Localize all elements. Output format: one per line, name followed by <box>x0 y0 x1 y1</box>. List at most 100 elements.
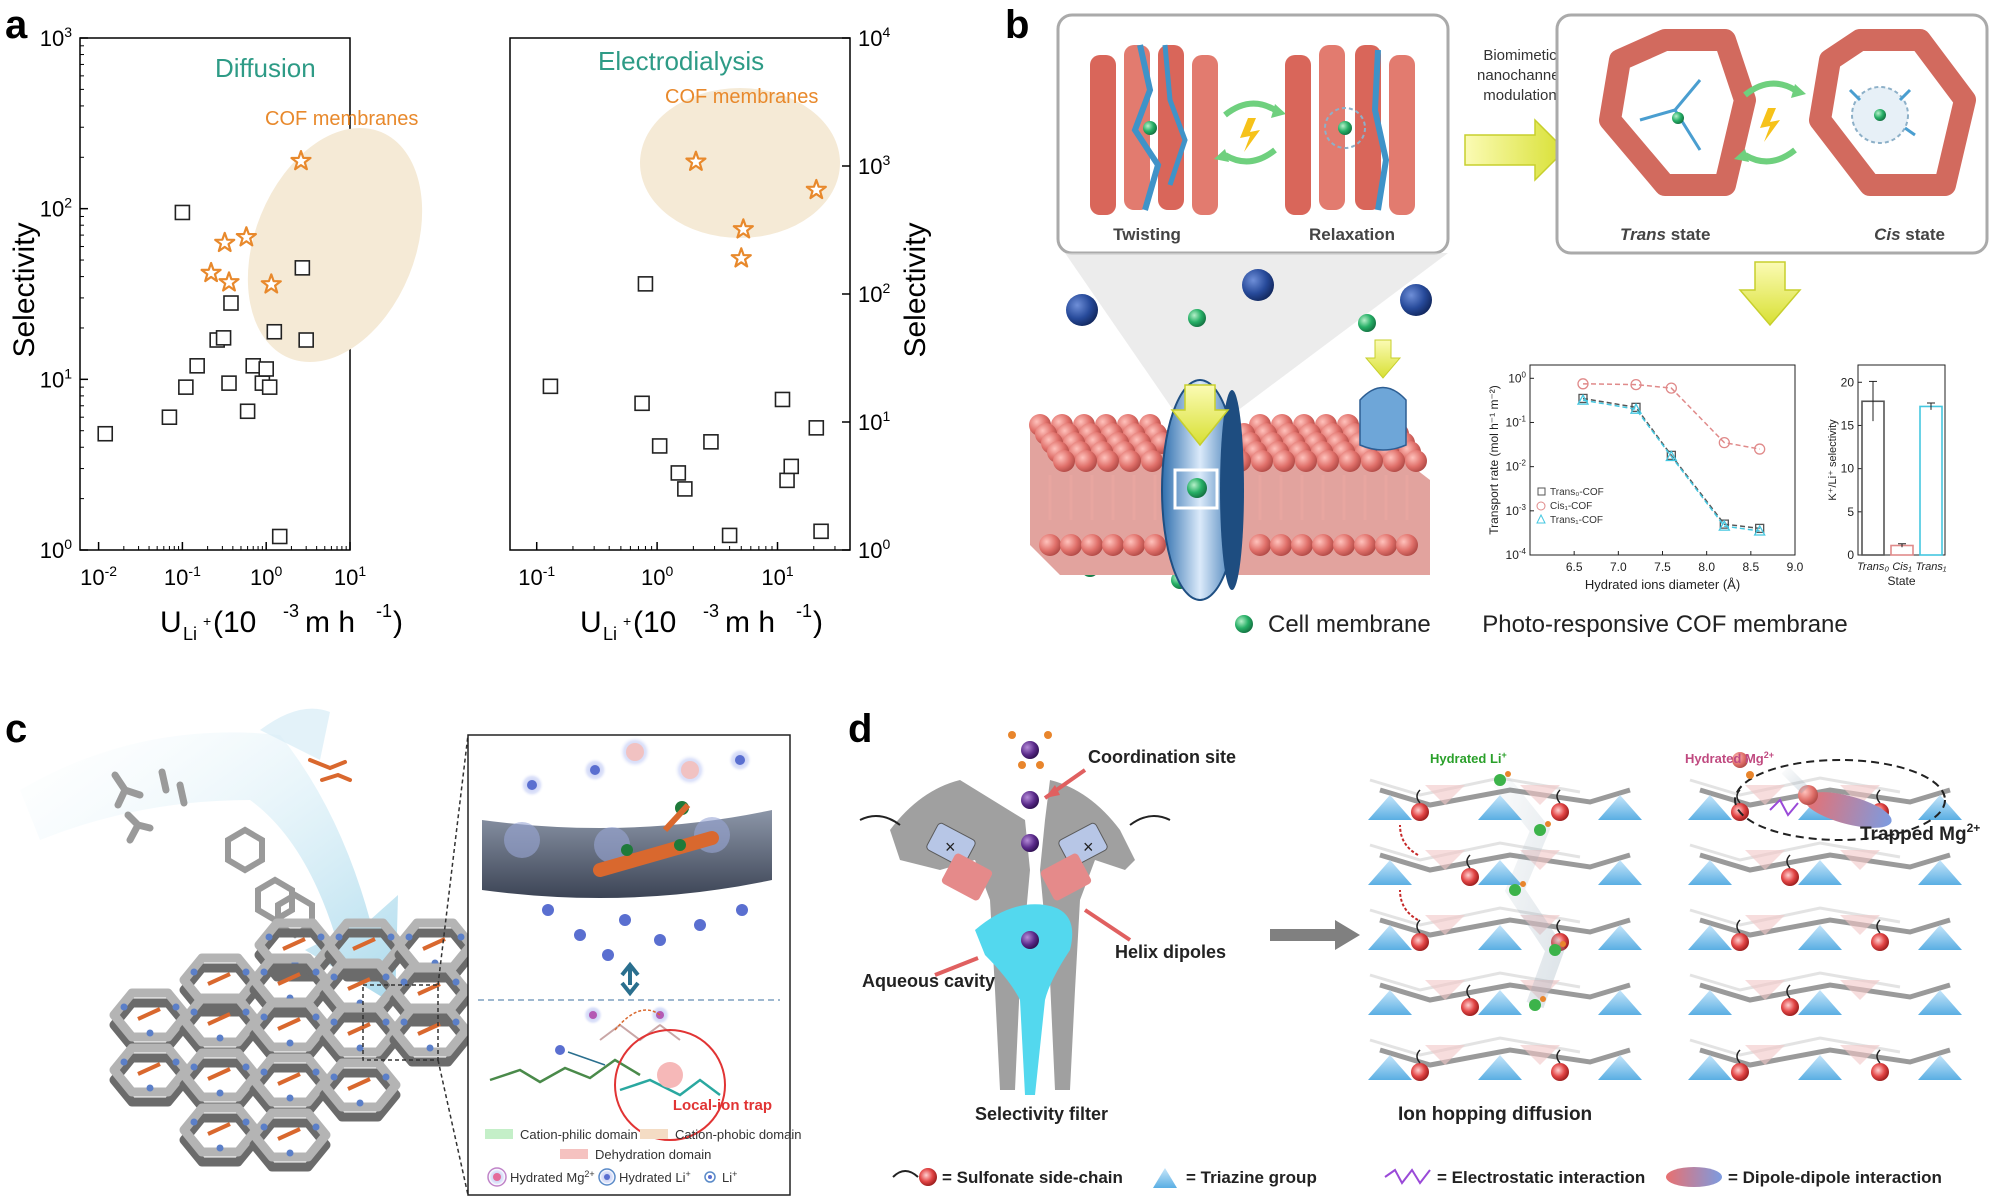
cof-trans-state <box>1599 29 1756 196</box>
panel-b: b Twisting Relaxat <box>1005 3 1989 638</box>
diffusion-xlabel-unit: (10 <box>213 606 256 639</box>
hydrated-mg-label: Hydrated Mg2+ <box>1685 750 1774 766</box>
panel-letter-b: b <box>1005 3 1029 47</box>
cof-site <box>146 1029 154 1037</box>
lipid-head <box>1249 534 1271 556</box>
cof-site <box>356 1099 364 1107</box>
gray-arrow <box>1270 920 1360 950</box>
mg-stack-sulfonate-chain <box>1786 984 1791 999</box>
lipid-head <box>1097 450 1119 472</box>
legend-li: Li+ <box>722 1169 737 1185</box>
transport-xtick-label: 7.0 <box>1610 560 1627 574</box>
electrodialysis-xtick-label: 101 <box>761 563 793 590</box>
li-stack-backbone <box>1379 852 1631 873</box>
cof-honeycomb <box>109 918 476 1172</box>
cof-side-chain <box>207 1067 231 1081</box>
zoom-line <box>437 1059 469 1196</box>
diffusion-xtick-label: 101 <box>334 563 366 590</box>
diffusion-data-square <box>245 358 262 374</box>
lipid-head <box>1053 450 1075 472</box>
mg-stack-sulfonate-chain <box>1736 1049 1741 1064</box>
cof-site <box>400 1018 408 1026</box>
cof-hex-wall-shadow <box>389 1013 471 1067</box>
cof-site <box>190 968 198 976</box>
li-stack-sulfonate <box>1411 803 1429 821</box>
cof-side-chain <box>347 1022 371 1036</box>
plus-sign: × <box>1083 837 1094 857</box>
modulation-arrow <box>1464 118 1567 182</box>
li-stack-triazine <box>1368 990 1412 1015</box>
cof-site <box>387 933 395 941</box>
mg-stack-triazine <box>1918 990 1962 1015</box>
li-stack-sulfonate-chain <box>1416 919 1421 934</box>
mg-stack-triazine <box>1918 795 1962 820</box>
legend-li-hyd: Hydrated Li+ <box>619 1169 691 1185</box>
legend-li-hyd-core <box>604 1174 610 1180</box>
cof-site <box>330 1018 338 1026</box>
cof-side-chain <box>282 937 306 951</box>
mg-stack-pink-site <box>1840 980 1880 1000</box>
selectivity-ytick-label: 15 <box>1841 418 1855 432</box>
mg-stack-triazine <box>1688 795 1732 820</box>
diffusion-data-square <box>258 361 274 377</box>
trapped-mg-outline <box>1734 759 1946 841</box>
mg-stack-triazine <box>1688 860 1732 885</box>
selectivity-filter-label: Selectivity filter <box>975 1104 1108 1124</box>
li-stack-triazine <box>1598 860 1642 885</box>
lipid-head <box>1123 534 1145 556</box>
electrodialysis-cof-label: COF membranes <box>665 86 818 108</box>
small-channel <box>1359 339 1407 451</box>
lipid-head <box>1291 534 1313 556</box>
transport-ytick-label: 10-2 <box>1506 459 1527 474</box>
li-stack-sulfonate <box>1461 868 1479 886</box>
mg-stack-backbone <box>1699 1047 1951 1068</box>
hydrated-li-label: Hydrated Li+ <box>1430 750 1507 766</box>
lipid-head <box>1144 534 1166 556</box>
blue-ion <box>1242 269 1274 301</box>
panel-letter-a: a <box>5 3 28 47</box>
diffusion-ytick-label: 103 <box>40 24 72 51</box>
diffusion-cof-label: COF membranes <box>265 108 418 130</box>
li-stack-pink-site <box>1425 980 1465 1000</box>
transport-legend-label: Trans₁-COF <box>1550 515 1603 526</box>
li-stack-pink-site <box>1520 1045 1560 1065</box>
cell-membrane-legend-ion <box>1235 615 1253 633</box>
mg-stack-sulfonate <box>1781 998 1799 1016</box>
transport-ytick-label: 10-1 <box>1506 414 1527 429</box>
legend-triazine: = Triazine group <box>1186 1168 1317 1187</box>
li-stack-triazine <box>1478 990 1522 1015</box>
diffusion-data-square <box>294 260 311 276</box>
diffusion-cof-star <box>218 271 240 292</box>
diffusion-ylabel: Selectivity <box>8 222 41 357</box>
mg-stack-triazine <box>1918 860 1962 885</box>
lipid-head <box>1119 450 1141 472</box>
li-stack-sulfonate-chain <box>1466 984 1471 999</box>
transport-xtick-label: 7.5 <box>1654 560 1671 574</box>
electrodialysis-ytick-label: 102 <box>858 280 890 307</box>
transport-point <box>1753 524 1766 536</box>
lipid-head <box>1354 534 1376 556</box>
diffusion-ytick-label: 100 <box>40 536 72 563</box>
li-stack-pink-site <box>1425 785 1465 805</box>
li-stack-triazine <box>1478 1055 1522 1080</box>
electrodialysis-xlabel-close: ) <box>813 606 823 639</box>
electrodialysis-ytick-label: 100 <box>858 536 890 563</box>
transport-legend-marker <box>1536 513 1546 524</box>
li-stack-sulfonate <box>1411 933 1429 951</box>
selectivity-ytick-label: 10 <box>1841 462 1855 476</box>
legend-dipole: = Dipole-dipole interaction <box>1728 1168 1942 1187</box>
cof-site <box>190 1118 198 1126</box>
mg-stack-pink-site <box>1840 785 1880 805</box>
cof-site <box>330 973 338 981</box>
electrodialysis-ytick-label: 104 <box>858 24 890 51</box>
electrodialysis-data-square <box>651 438 668 454</box>
legend-dehydration: Dehydration domain <box>595 1147 711 1162</box>
diffusion-data-square <box>271 528 288 545</box>
diffusion-xlabel-unit-sup: -3 <box>283 601 299 621</box>
mg-stack-triazine <box>1688 925 1732 950</box>
panel-d-legend: = Sulfonate side-chain = Triazine group … <box>892 1167 1942 1188</box>
li-ion <box>1534 824 1546 836</box>
cof-site <box>286 1039 294 1047</box>
